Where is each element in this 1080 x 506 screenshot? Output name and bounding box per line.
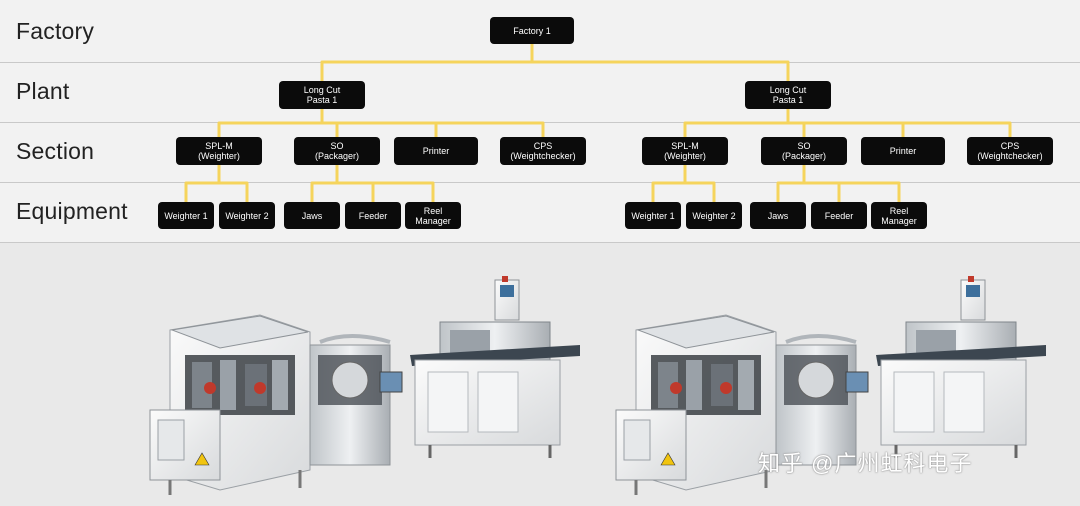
level-label-factory: Factory (16, 18, 95, 44)
node-plant: Long Cut Pasta 1 (279, 81, 365, 109)
node-section: SO (Packager) (294, 137, 380, 165)
row-divider (0, 182, 1080, 183)
connector-line (217, 107, 545, 139)
node-equipment: Reel Manager (405, 202, 461, 229)
node-equipment: Jaws (284, 202, 340, 229)
connector-line (651, 163, 716, 204)
node-section: CPS (Weightchecker) (500, 137, 586, 165)
connector-line (184, 163, 249, 204)
connector-line (776, 163, 901, 204)
node-equipment: Weighter 1 (625, 202, 681, 229)
level-label-plant: Plant (16, 78, 70, 104)
node-section: SPL-M (Weighter) (642, 137, 728, 165)
node-equipment: Feeder (345, 202, 401, 229)
node-section: CPS (Weightchecker) (967, 137, 1053, 165)
node-section: Printer (861, 137, 945, 165)
node-equipment: Jaws (750, 202, 806, 229)
node-section: SO (Packager) (761, 137, 847, 165)
connector-line (683, 107, 1012, 139)
watermark-text: 知乎 @广州虹科电子 (758, 451, 973, 476)
machine-group (148, 274, 582, 497)
node-equipment: Weighter 2 (219, 202, 275, 229)
node-equipment: Weighter 1 (158, 202, 214, 229)
connector-lines (184, 42, 1012, 204)
node-plant: Long Cut Pasta 1 (745, 81, 831, 109)
node-factory: Factory 1 (490, 17, 574, 44)
node-section: Printer (394, 137, 478, 165)
row-divider (0, 242, 1080, 243)
node-equipment: Weighter 2 (686, 202, 742, 229)
connector-line (310, 163, 435, 204)
node-equipment: Feeder (811, 202, 867, 229)
level-label-equipment: Equipment (16, 198, 128, 224)
node-section: SPL-M (Weighter) (176, 137, 262, 165)
node-equipment: Reel Manager (871, 202, 927, 229)
connector-line (320, 42, 790, 83)
level-label-section: Section (16, 138, 95, 164)
